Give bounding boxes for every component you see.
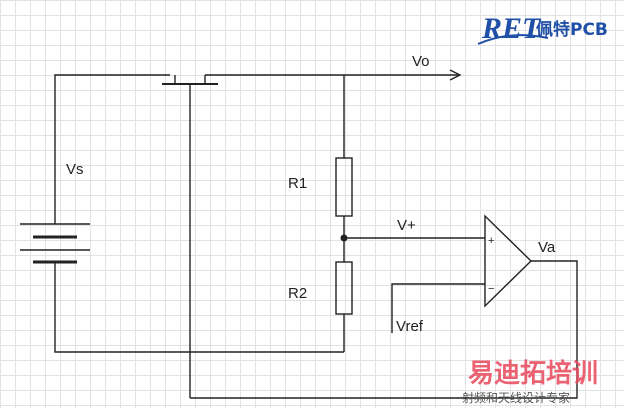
- watermark-title: 易迪拓培训: [468, 359, 598, 389]
- op-amp-minus-sign: −: [488, 283, 494, 295]
- logo-name: 佩特PCB: [536, 19, 608, 40]
- vo-arrow: [449, 69, 462, 81]
- wire-ground-return: [54, 262, 344, 353]
- label-vs: Vs: [66, 161, 84, 178]
- op-amp-plus-sign: +: [488, 235, 494, 247]
- resistor-r1: [335, 157, 353, 217]
- op-amp: [484, 214, 533, 308]
- label-vplus: V+: [397, 217, 416, 234]
- wire-vref: [391, 283, 485, 333]
- watermark-subtitle: 射频和天线设计专家: [462, 390, 570, 405]
- label-va: Va: [538, 239, 556, 256]
- junction-dot: [340, 234, 348, 242]
- label-r2: R2: [288, 285, 307, 302]
- watermark: 易迪拓培训 射频和天线设计专家: [462, 359, 598, 405]
- logo: RET 佩特PCB: [477, 12, 608, 45]
- logo-swoosh: [477, 34, 549, 45]
- resistor-r2: [335, 261, 353, 315]
- label-vo: Vo: [412, 53, 430, 70]
- wires: [54, 69, 578, 399]
- wire-vs-top: [54, 74, 170, 224]
- battery-vs: [20, 223, 90, 264]
- label-vref: Vref: [396, 318, 424, 335]
- wire-op-amp-output: [190, 260, 578, 399]
- label-r1: R1: [288, 175, 307, 192]
